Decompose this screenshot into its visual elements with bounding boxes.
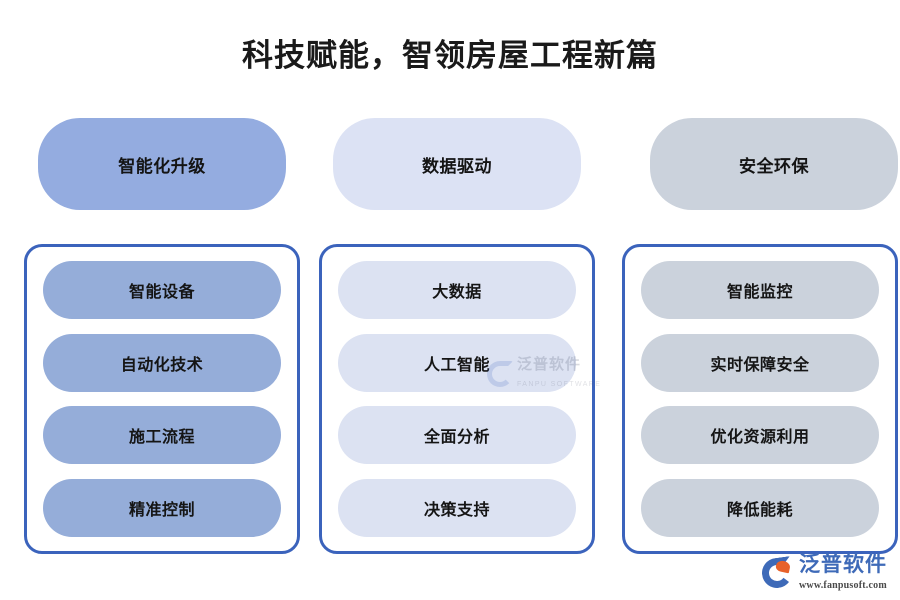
list-item[interactable]: 优化资源利用 [641, 406, 879, 465]
logo-url: www.fanpusoft.com [799, 579, 887, 591]
list-item[interactable]: 智能设备 [43, 261, 281, 319]
list-item[interactable]: 自动化技术 [43, 333, 281, 392]
column-header-1[interactable]: 数据驱动 [333, 118, 581, 210]
column-intelligent-upgrade: 智能化升级 智能设备 自动化技术 施工流程 精准控制 [24, 118, 300, 554]
column-header-2[interactable]: 安全环保 [650, 118, 898, 210]
column-items-box-0: 智能设备 自动化技术 施工流程 精准控制 [24, 244, 300, 554]
page-title: 科技赋能，智领房屋工程新篇 [242, 38, 658, 73]
logo-brand-name: 泛普软件 [799, 553, 887, 577]
list-item[interactable]: 实时保障安全 [641, 333, 879, 392]
logo-text: 泛普软件 www.fanpusoft.com [799, 554, 887, 592]
list-item[interactable]: 大数据 [338, 261, 576, 319]
diagram-board: 智能化升级 智能设备 自动化技术 施工流程 精准控制 数据驱动 大数据 人工智能… [0, 118, 900, 558]
column-items-box-1: 大数据 人工智能 全面分析 决策支持 [319, 244, 595, 554]
list-item[interactable]: 智能监控 [641, 261, 879, 319]
column-header-0[interactable]: 智能化升级 [38, 118, 286, 210]
list-item[interactable]: 精准控制 [43, 478, 281, 537]
list-item[interactable]: 全面分析 [338, 406, 576, 465]
list-item[interactable]: 降低能耗 [641, 478, 879, 537]
list-item[interactable]: 施工流程 [43, 406, 281, 465]
fanpu-logo-icon [760, 556, 796, 590]
list-item[interactable]: 人工智能 [338, 333, 576, 392]
column-safety-environment: 安全环保 智能监控 实时保障安全 优化资源利用 降低能耗 [622, 118, 898, 554]
column-items-box-2: 智能监控 实时保障安全 优化资源利用 降低能耗 [622, 244, 898, 554]
column-data-driven: 数据驱动 大数据 人工智能 全面分析 决策支持 [319, 118, 595, 554]
list-item[interactable]: 决策支持 [338, 478, 576, 537]
fanpu-logo: 泛普软件 www.fanpusoft.com [760, 552, 887, 594]
